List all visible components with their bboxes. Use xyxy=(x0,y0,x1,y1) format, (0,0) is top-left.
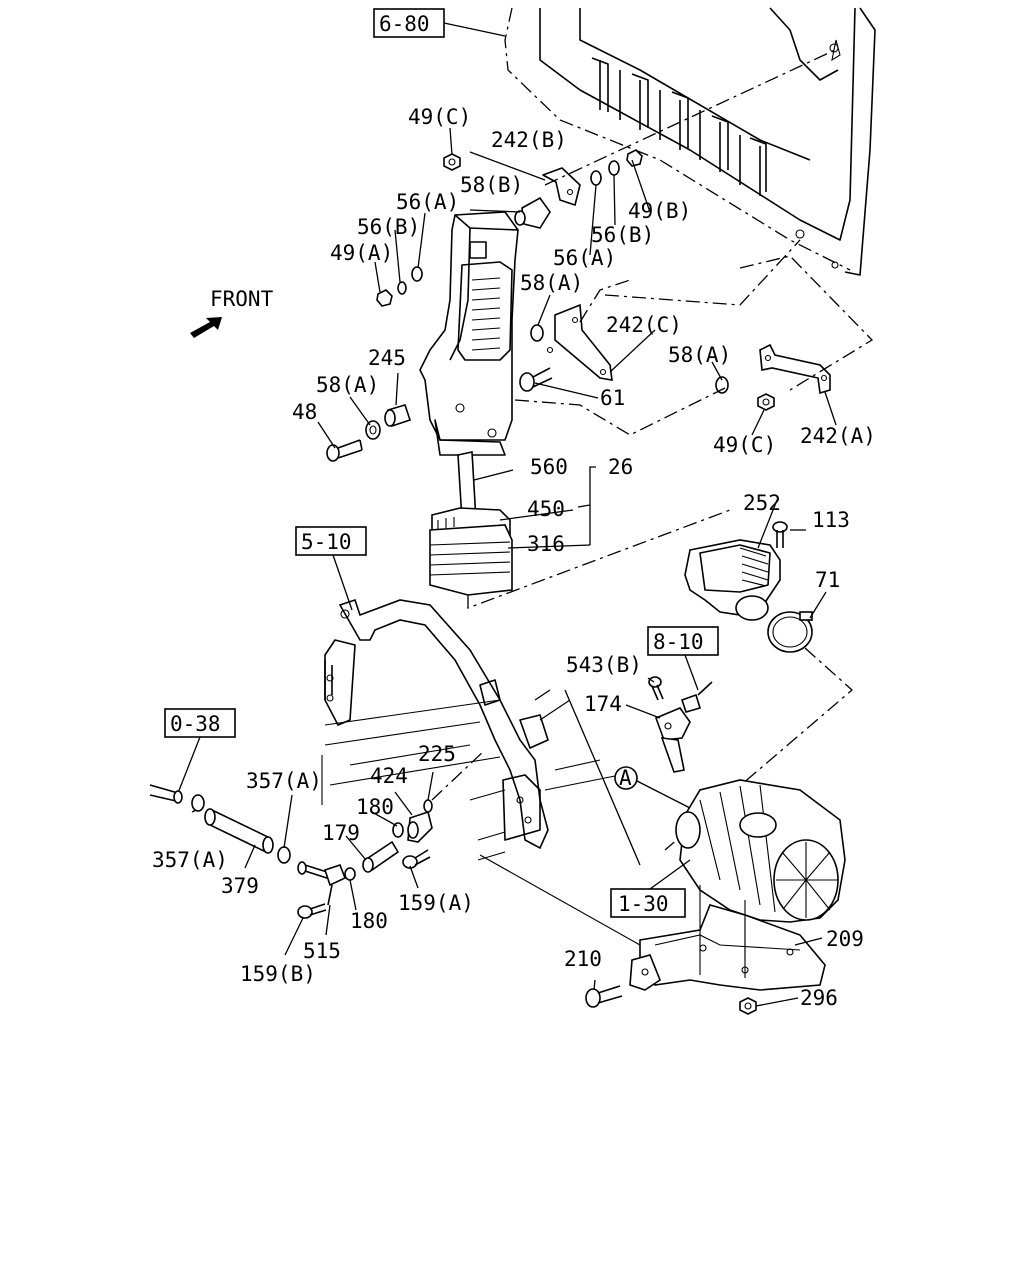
label-49a: 49(A) xyxy=(330,241,393,265)
bracket-242c xyxy=(546,303,613,381)
label-56b-left: 56(B) xyxy=(357,215,420,239)
callout-marker-a[interactable] xyxy=(614,766,638,790)
label-242a: 242(A) xyxy=(800,424,876,448)
bracket-242b xyxy=(469,49,836,206)
label-179: 179 xyxy=(322,821,360,845)
label-515: 515 xyxy=(303,939,341,963)
washer-58a-right xyxy=(715,376,729,394)
clamp-357a-right xyxy=(277,846,291,864)
elbow-424 xyxy=(407,810,433,843)
connector-8-10 xyxy=(680,681,713,713)
label-159a: 159(A) xyxy=(398,891,474,915)
front-orientation: FRONT xyxy=(190,287,274,338)
bolt-48 xyxy=(326,439,363,462)
label-113: 113 xyxy=(812,508,850,532)
label-180-top: 180 xyxy=(356,795,394,819)
cab-rear-panel xyxy=(504,7,876,276)
washer-58a-left xyxy=(365,420,381,440)
label-159b: 159(B) xyxy=(240,962,316,986)
label-58a-left: 58(A) xyxy=(316,373,379,397)
intake-duct xyxy=(419,211,519,456)
bolt-210 xyxy=(585,985,623,1008)
bushing-245 xyxy=(384,404,412,428)
label-242b: 242(B) xyxy=(491,128,567,152)
ref-label-5-10: 5-10 xyxy=(301,530,352,554)
washer-58a-mid xyxy=(530,324,544,342)
label-180-bottom: 180 xyxy=(350,909,388,933)
clip-180-bottom xyxy=(344,867,356,881)
sensor-174 xyxy=(654,707,691,773)
mount-58b xyxy=(514,196,551,229)
air-cleaner-cap xyxy=(684,539,781,621)
label-56a-right: 56(A) xyxy=(553,246,616,270)
air-cleaner-element xyxy=(429,451,513,596)
label-58a-mid: 58(A) xyxy=(520,271,583,295)
fitting-515 xyxy=(297,861,347,906)
ref-label-0-38: 0-38 xyxy=(170,712,221,736)
label-316: 316 xyxy=(527,532,565,556)
bolt-113 xyxy=(772,521,788,548)
hose-179 xyxy=(362,840,400,873)
bracket-242a xyxy=(759,343,831,395)
label-56a-top: 56(A) xyxy=(396,190,459,214)
label-58a-right: 58(A) xyxy=(668,343,731,367)
label-379: 379 xyxy=(221,874,259,898)
label-71: 71 xyxy=(815,568,840,592)
clip-180-top xyxy=(392,822,404,838)
label-543b: 543(B) xyxy=(566,653,642,677)
label-61: 61 xyxy=(600,386,625,410)
ref-box-6-80[interactable] xyxy=(373,8,445,38)
label-210: 210 xyxy=(564,947,602,971)
hose-379 xyxy=(204,808,274,854)
pipe-end xyxy=(149,784,183,804)
label-252: 252 xyxy=(743,491,781,515)
label-209: 209 xyxy=(826,927,864,951)
clamp-71 xyxy=(767,611,813,653)
oring-225 xyxy=(423,799,433,813)
bolt-159a xyxy=(402,849,431,869)
ref-box-8-10[interactable] xyxy=(647,626,719,656)
nut-49c-bottom xyxy=(757,393,775,411)
label-357a-top: 357(A) xyxy=(246,769,322,793)
ref-box-5-10[interactable] xyxy=(295,526,367,556)
label-26: 26 xyxy=(608,455,633,479)
label-225: 225 xyxy=(418,742,456,766)
label-450: 450 xyxy=(527,497,565,521)
ref-label-8-10: 8-10 xyxy=(653,630,704,654)
support-bracket-frame xyxy=(324,598,549,850)
washers-left xyxy=(376,266,423,307)
label-49c-bottom: 49(C) xyxy=(713,433,776,457)
label-48: 48 xyxy=(292,400,317,424)
label-560: 560 xyxy=(530,455,568,479)
ref-box-1-30[interactable] xyxy=(610,888,686,918)
front-label: FRONT xyxy=(210,287,274,311)
front-arrow-icon xyxy=(190,317,222,338)
ref-label-6-80: 6-80 xyxy=(379,12,430,36)
label-56b-right: 56(B) xyxy=(591,223,654,247)
mount-bracket-209 xyxy=(629,904,826,991)
label-58b: 58(B) xyxy=(460,173,523,197)
air-cleaner-body xyxy=(675,779,846,923)
label-245: 245 xyxy=(368,346,406,370)
label-49b: 49(B) xyxy=(628,199,691,223)
label-424: 424 xyxy=(370,764,408,788)
label-49c-top: 49(C) xyxy=(408,105,471,129)
bolt-61 xyxy=(519,367,553,392)
screw-543b xyxy=(648,676,664,701)
callout-marker-a-label: A xyxy=(619,766,632,790)
ref-label-1-30: 1-30 xyxy=(618,892,669,916)
clamp-357a-left xyxy=(191,794,205,812)
nut-296 xyxy=(739,997,757,1015)
label-296: 296 xyxy=(800,986,838,1010)
label-242c: 242(C) xyxy=(606,313,682,337)
label-174: 174 xyxy=(584,692,622,716)
nut-49c-top xyxy=(443,153,461,171)
bolt-159b xyxy=(297,903,327,919)
label-357a-bottom: 357(A) xyxy=(152,848,228,872)
